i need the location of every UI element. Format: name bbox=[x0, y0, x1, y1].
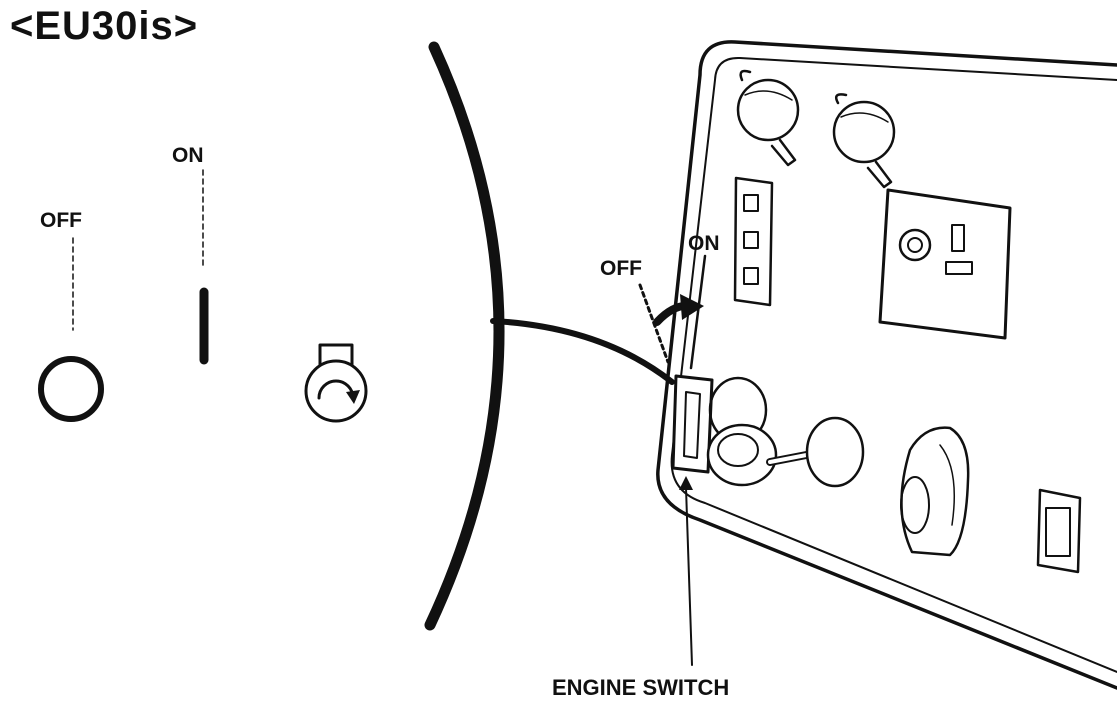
panel-inner-edge bbox=[670, 56, 1117, 673]
on-symbol-label: ON bbox=[172, 144, 204, 167]
page-title: <EU30is> bbox=[10, 4, 199, 48]
fuel-cap-left bbox=[736, 69, 800, 167]
off-symbol-circle bbox=[38, 356, 104, 422]
panel-outer-edge bbox=[656, 40, 1117, 690]
switch-direction-arrowhead bbox=[680, 294, 704, 320]
engine-start-icon bbox=[304, 343, 368, 423]
panel-off-label: OFF bbox=[600, 257, 642, 280]
choke-rod bbox=[766, 416, 865, 488]
panel-on-label: ON bbox=[688, 232, 720, 255]
engine-switch bbox=[671, 374, 778, 487]
off-symbol-label: OFF bbox=[40, 209, 82, 232]
symbol-legend bbox=[38, 169, 368, 423]
engine-switch-label: ENGINE SWITCH bbox=[552, 675, 730, 700]
magnifier-leader bbox=[490, 318, 675, 385]
indicator-lamp-strip bbox=[733, 176, 774, 307]
on-position-line bbox=[689, 254, 707, 370]
callout-leader bbox=[685, 487, 693, 666]
eco-throttle-switch bbox=[1036, 488, 1082, 574]
ac-outlet-plate bbox=[878, 188, 1012, 340]
fuel-cap-right bbox=[832, 93, 896, 189]
magnifier-arc bbox=[424, 41, 505, 631]
control-panel bbox=[656, 40, 1117, 690]
callout-arrowhead bbox=[679, 476, 693, 490]
fuel-valve-knob bbox=[900, 426, 970, 557]
